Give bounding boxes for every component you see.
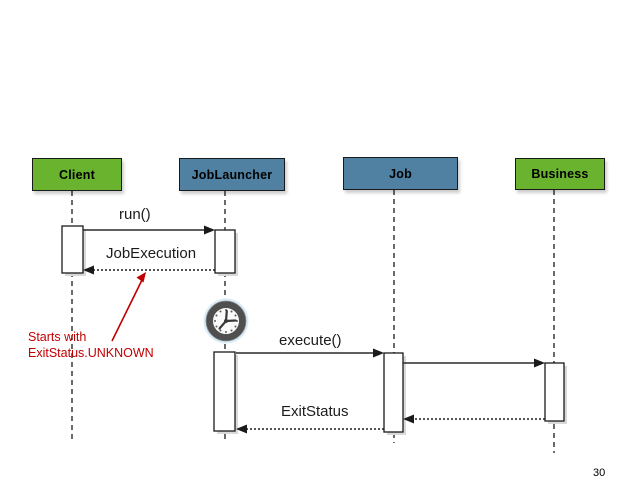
arrow-exitstatus-return (236, 424, 384, 434)
annotation-text: Starts with ExitStatus.UNKNOWN (28, 329, 154, 361)
message-label-run: run() (119, 206, 151, 223)
clock-icon (203, 298, 249, 344)
participant-joblauncher: JobLauncher (179, 158, 285, 191)
activation-joblauncher-run (214, 229, 236, 274)
annotation-line-2: ExitStatus.UNKNOWN (28, 346, 154, 360)
message-label-execute: execute() (279, 332, 342, 349)
annotation-line-1: Starts with (28, 330, 87, 344)
arrow-job-to-business (403, 358, 545, 368)
annotation-arrow (111, 272, 146, 342)
arrow-jobexecution-return (83, 265, 215, 275)
arrow-execute (236, 348, 384, 358)
participant-client: Client (32, 158, 122, 191)
message-label-exitstatus: ExitStatus (281, 403, 349, 420)
participant-business: Business (515, 158, 605, 190)
activation-client (61, 225, 84, 274)
activation-business (544, 362, 565, 422)
page-number: 30 (593, 467, 606, 479)
participant-job: Job (343, 157, 458, 190)
activation-joblauncher-execute (213, 351, 236, 432)
arrow-run (83, 225, 215, 235)
message-label-jobexecution: JobExecution (106, 245, 197, 262)
arrow-business-return (403, 414, 545, 424)
activation-job (383, 352, 404, 433)
